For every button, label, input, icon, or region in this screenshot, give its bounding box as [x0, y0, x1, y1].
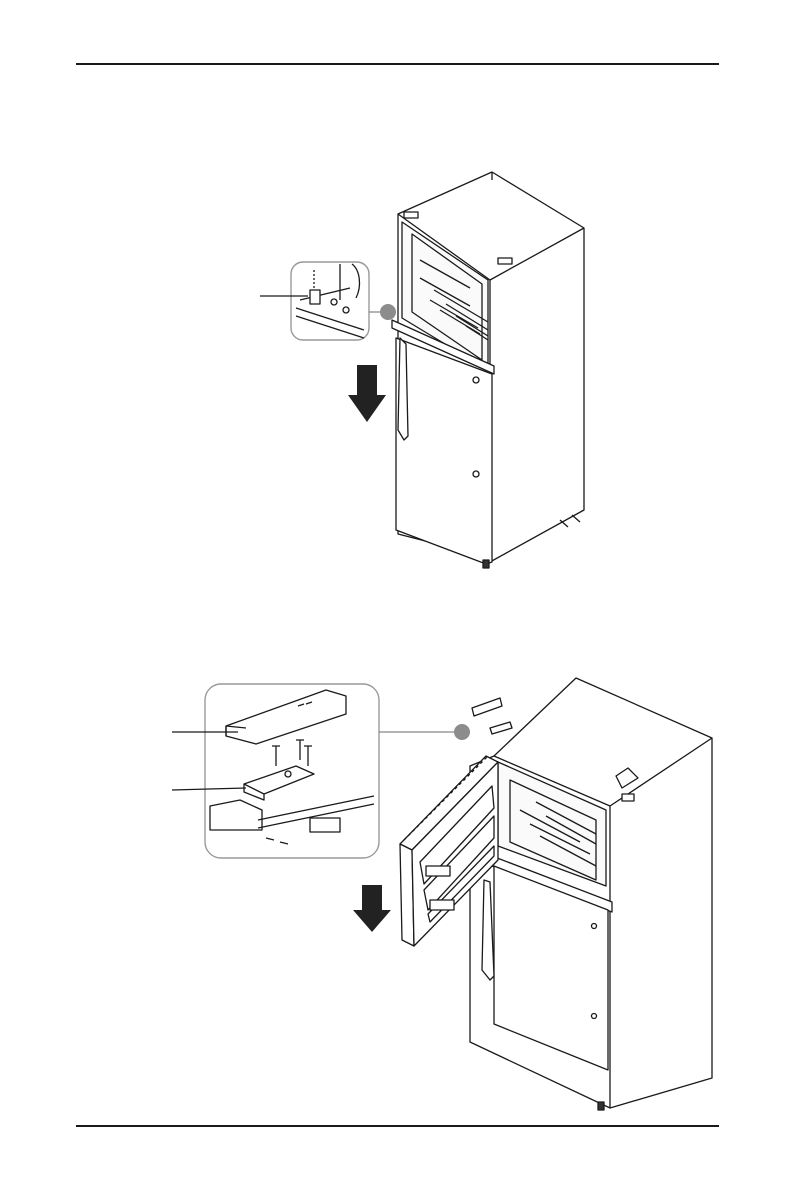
callout-circle-1: [380, 304, 396, 320]
header-rule: [76, 63, 719, 65]
figure-2: [0, 670, 794, 1120]
footer-rule: [76, 1125, 719, 1127]
hinge-detail-1: [291, 262, 369, 340]
callout-circle-2: [454, 724, 470, 740]
arrow-down-icon: [348, 365, 386, 422]
hinge-detail-2: [205, 684, 379, 858]
arrow-down-icon: [353, 885, 391, 932]
figure-1: [0, 160, 794, 580]
fridge-body-2: [470, 678, 712, 1110]
